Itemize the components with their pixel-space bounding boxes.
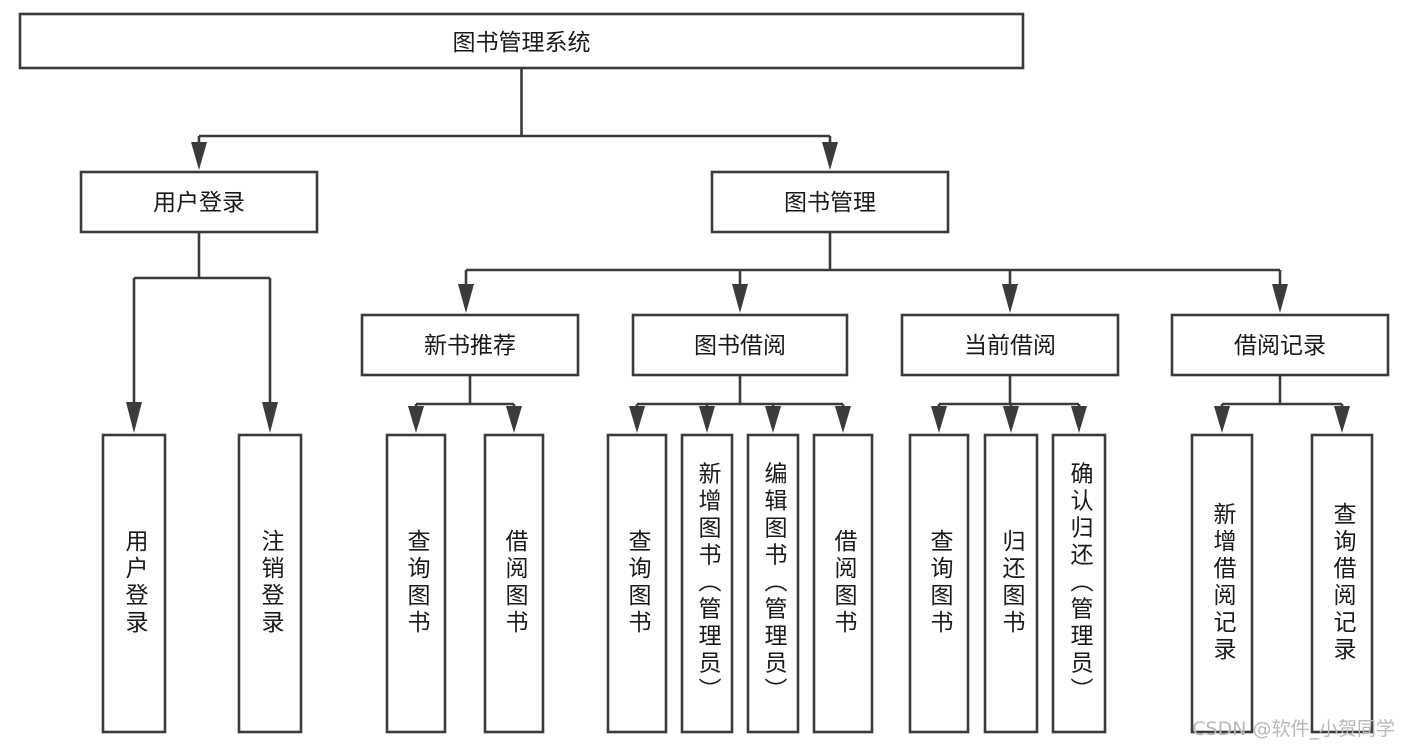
node-leaf-return-book-label: 归还图书 <box>998 529 1026 637</box>
node-leaf-return-book[interactable]: 归还图书 <box>983 433 1039 734</box>
arrow-to-borrow-record <box>1272 284 1288 313</box>
node-book-manage-label: 图书管理 <box>784 190 876 216</box>
node-book-borrow[interactable]: 图书借阅 <box>631 313 849 377</box>
node-current-borrow-label: 当前借阅 <box>964 333 1056 359</box>
node-leaf-query-borrow-record[interactable]: 查询借阅记录 <box>1310 433 1374 734</box>
node-leaf-query-book-3[interactable]: 查询图书 <box>908 433 970 734</box>
node-leaf-add-book-admin-box[interactable] <box>680 433 734 734</box>
arrow-to-book-borrow <box>732 284 748 313</box>
connector-layer <box>126 68 1350 433</box>
node-leaf-query-book-3-label: 查询图书 <box>926 529 954 637</box>
arrow-to-leaf-add-borrow-record <box>1214 406 1230 433</box>
node-leaf-query-book-1[interactable]: 查询图书 <box>385 433 447 734</box>
arrow-to-leaf-return-book <box>1003 406 1019 433</box>
node-leaf-query-book-1-box[interactable] <box>385 433 447 734</box>
node-leaf-edit-book-admin[interactable]: 编辑图书（管理员） <box>746 433 800 734</box>
node-leaf-add-borrow-record[interactable]: 新增借阅记录 <box>1190 433 1254 734</box>
node-book-borrow-label: 图书借阅 <box>694 333 786 359</box>
node-leaf-edit-book-admin-box[interactable] <box>746 433 800 734</box>
node-leaf-add-book-admin-label: 新增图书（管理员） <box>694 462 722 705</box>
node-leaf-logout-login-box[interactable] <box>237 433 303 734</box>
node-leaf-confirm-return-admin-box[interactable] <box>1051 433 1107 734</box>
node-book-manage[interactable]: 图书管理 <box>710 170 950 234</box>
node-root[interactable]: 图书管理系统 <box>18 12 1025 70</box>
node-leaf-query-book-3-box[interactable] <box>908 433 970 734</box>
node-new-book-recommend-label: 新书推荐 <box>424 333 516 359</box>
node-user-login-label: 用户登录 <box>153 190 245 216</box>
node-current-borrow[interactable]: 当前借阅 <box>900 313 1120 377</box>
node-user-login-box[interactable] <box>79 170 319 234</box>
node-leaf-user-login[interactable]: 用户登录 <box>101 433 167 734</box>
node-new-book-recommend[interactable]: 新书推荐 <box>360 313 580 377</box>
arrow-to-leaf-edit-book-admin <box>765 406 781 433</box>
node-leaf-borrow-book-1[interactable]: 借阅图书 <box>483 433 545 734</box>
arrow-root-to-book-manage <box>822 142 838 170</box>
arrow-to-leaf-borrow-book-2 <box>835 406 851 433</box>
node-borrow-record-label: 借阅记录 <box>1234 333 1326 359</box>
node-leaf-borrow-book-2-label: 借阅图书 <box>830 529 858 637</box>
arrow-to-leaf-query-book-1 <box>408 406 424 433</box>
node-leaf-confirm-return-admin[interactable]: 确认归还（管理员） <box>1051 433 1107 734</box>
node-book-manage-box[interactable] <box>710 170 950 234</box>
arrow-to-leaf-query-book-3 <box>931 406 947 433</box>
node-leaf-return-book-box[interactable] <box>983 433 1039 734</box>
node-user-login[interactable]: 用户登录 <box>79 170 319 234</box>
node-leaf-user-login-box[interactable] <box>101 433 167 734</box>
node-leaf-borrow-book-2[interactable]: 借阅图书 <box>812 433 874 734</box>
node-leaf-borrow-book-1-box[interactable] <box>483 433 545 734</box>
node-new-book-recommend-box[interactable] <box>360 313 580 377</box>
arrow-to-leaf-query-borrow-record <box>1334 406 1350 433</box>
node-leaf-query-book-1-label: 查询图书 <box>403 529 431 637</box>
node-leaf-user-login-label: 用户登录 <box>121 529 149 637</box>
node-leaf-query-book-2[interactable]: 查询图书 <box>606 433 668 734</box>
node-current-borrow-box[interactable] <box>900 313 1120 377</box>
arrow-to-current-borrow <box>1002 284 1018 313</box>
node-leaf-borrow-book-1-label: 借阅图书 <box>501 529 529 637</box>
arrow-root-to-user-login <box>191 142 207 170</box>
node-leaf-add-borrow-record-box[interactable] <box>1190 433 1254 734</box>
node-leaf-logout-login[interactable]: 注销登录 <box>237 433 303 734</box>
node-leaf-edit-book-admin-label: 编辑图书（管理员） <box>760 462 788 705</box>
node-leaf-query-borrow-record-box[interactable] <box>1310 433 1374 734</box>
node-leaf-add-borrow-record-label: 新增借阅记录 <box>1209 502 1237 664</box>
arrow-to-leaf-logout-login <box>262 402 278 433</box>
arrow-to-leaf-confirm-return-admin <box>1071 406 1087 433</box>
node-borrow-record-box[interactable] <box>1170 313 1390 377</box>
arrow-to-leaf-user-login <box>126 402 142 433</box>
node-root-box[interactable] <box>18 12 1025 70</box>
node-root-label: 图书管理系统 <box>453 30 591 56</box>
arrow-to-leaf-query-book-2 <box>629 406 645 433</box>
node-leaf-query-book-2-label: 查询图书 <box>624 529 652 637</box>
node-leaf-query-borrow-record-label: 查询借阅记录 <box>1329 502 1357 664</box>
node-leaf-add-book-admin[interactable]: 新增图书（管理员） <box>680 433 734 734</box>
arrow-to-leaf-borrow-book-1 <box>506 406 522 433</box>
node-book-borrow-box[interactable] <box>631 313 849 377</box>
node-leaf-query-book-2-box[interactable] <box>606 433 668 734</box>
node-leaf-borrow-book-2-box[interactable] <box>812 433 874 734</box>
arrow-to-new-book-recommend <box>458 284 474 313</box>
node-leaf-confirm-return-admin-label: 确认归还（管理员） <box>1066 462 1094 705</box>
node-borrow-record[interactable]: 借阅记录 <box>1170 313 1390 377</box>
node-leaf-logout-login-label: 注销登录 <box>257 529 285 637</box>
arrow-to-leaf-add-book-admin <box>699 406 715 433</box>
